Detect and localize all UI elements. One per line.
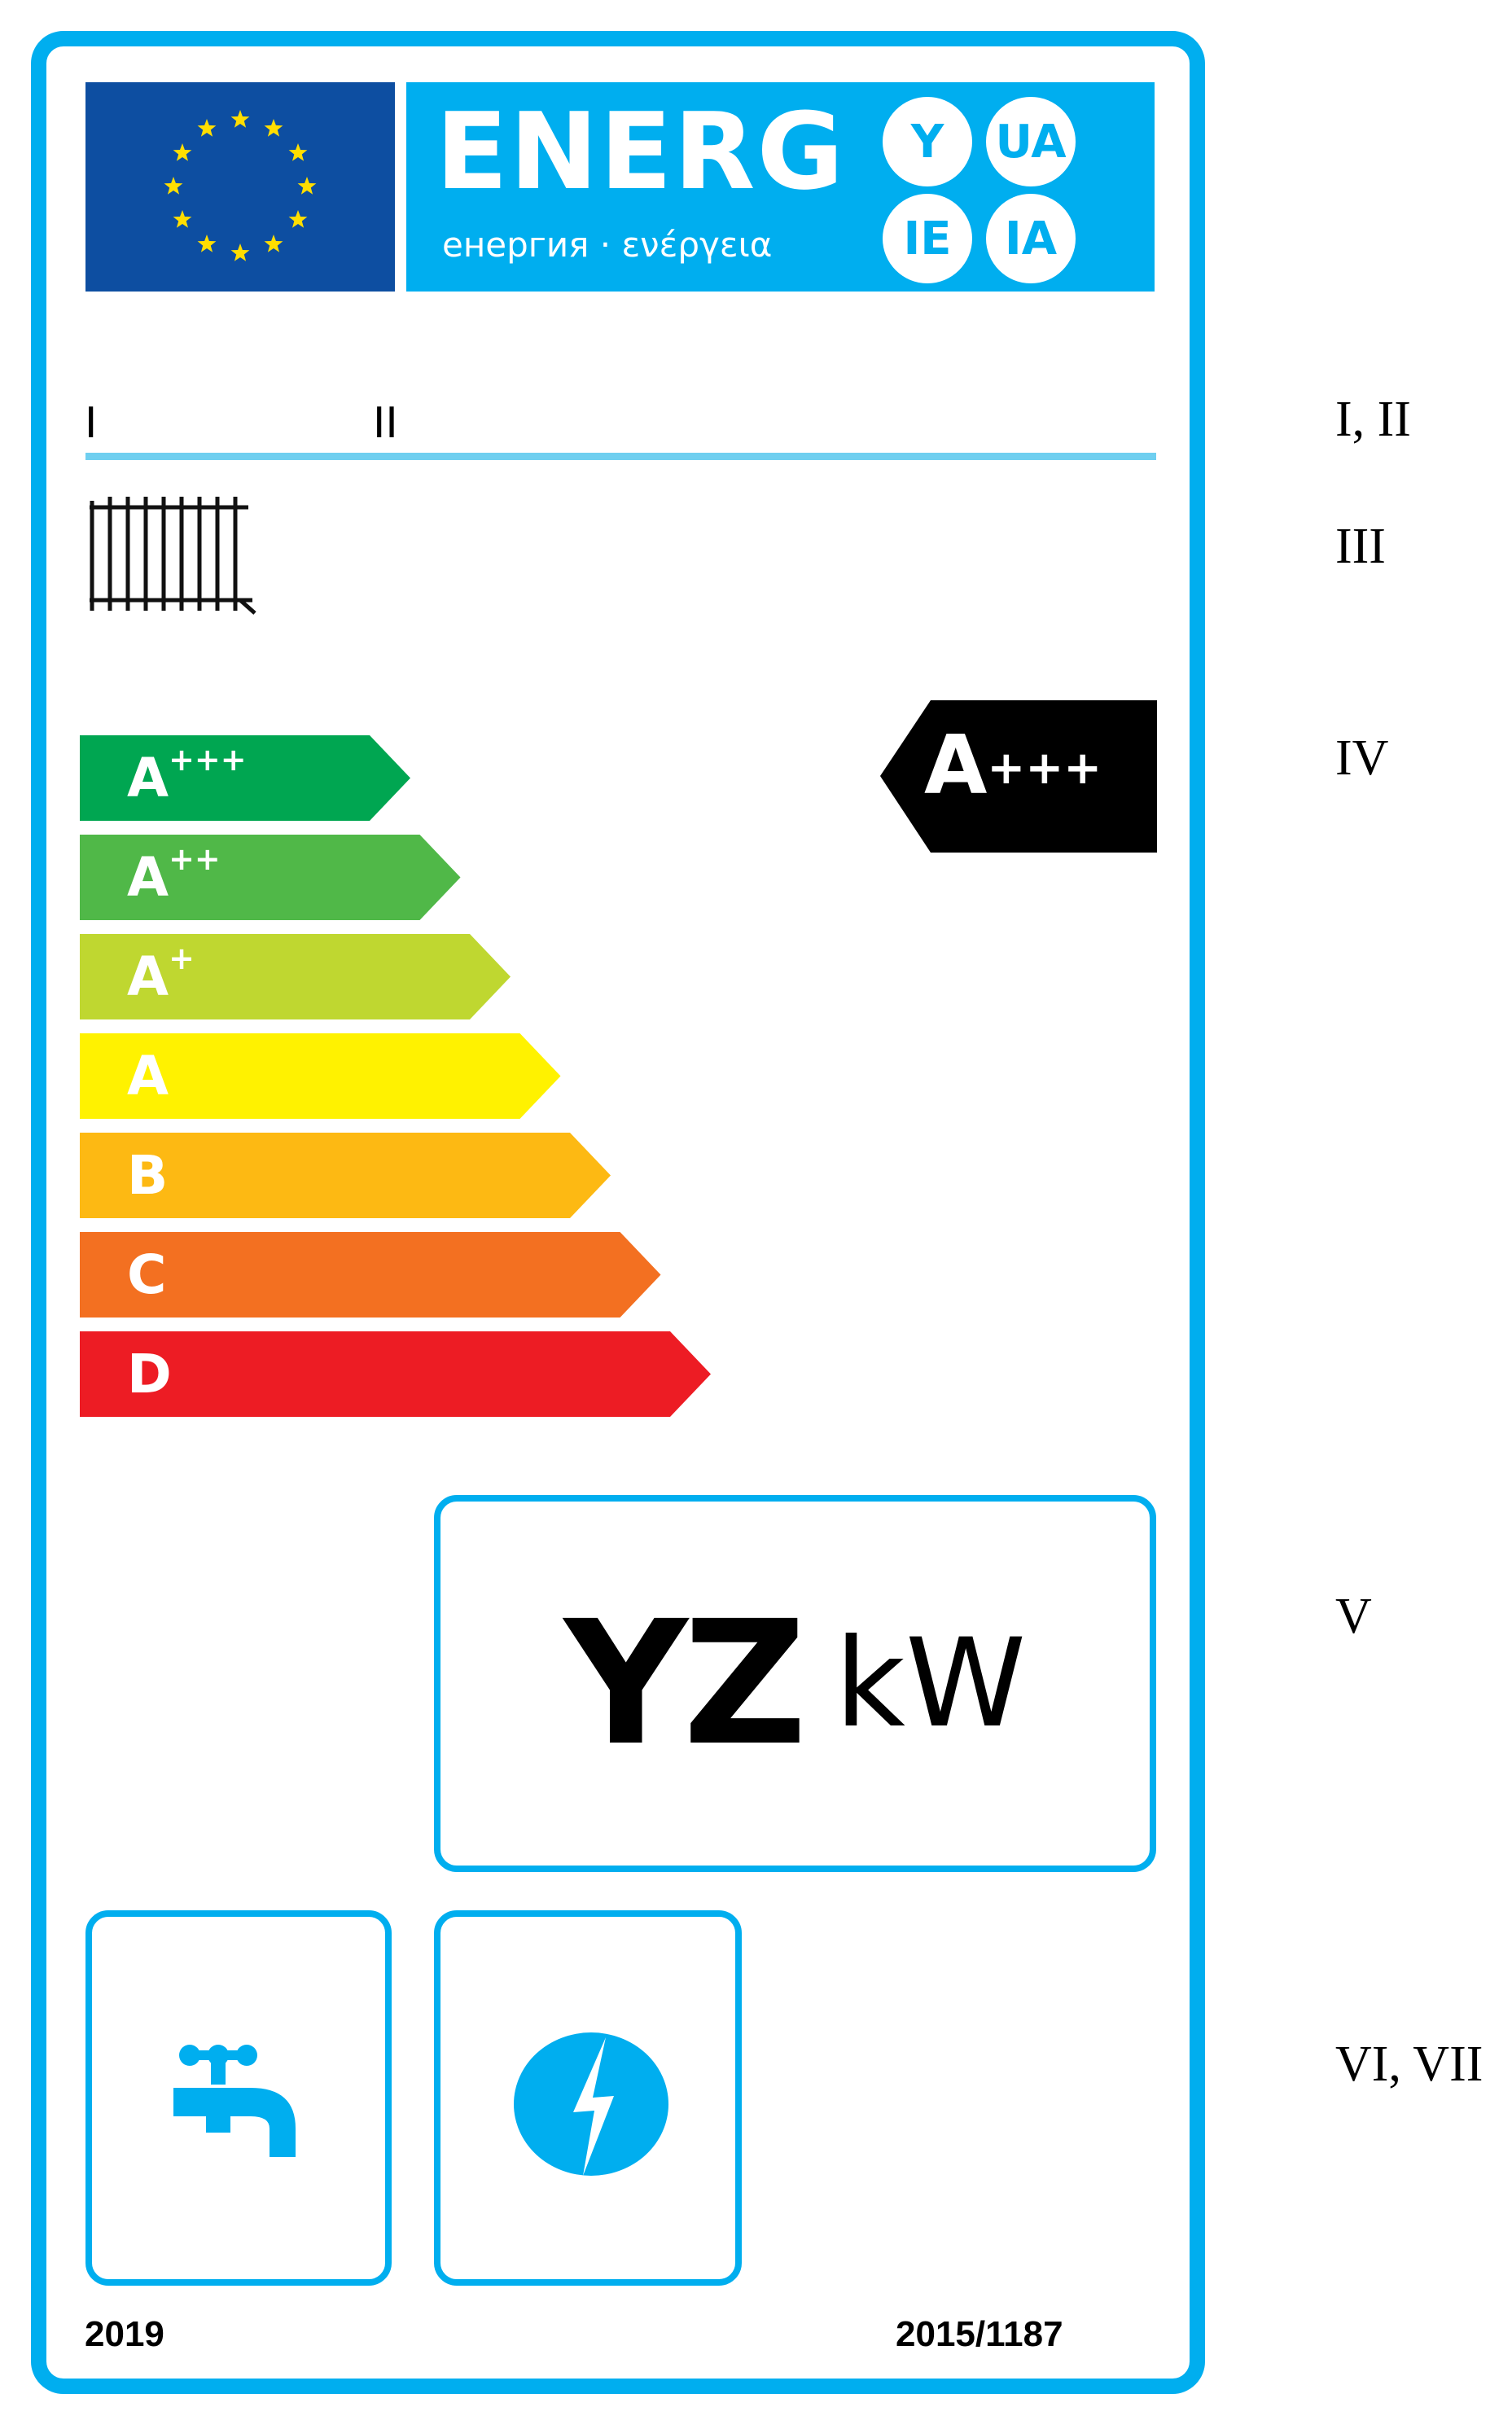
language-badge: IA [986,194,1076,283]
heat-output-value: YZ [563,1584,807,1783]
annotation-i-ii: I, II [1335,392,1411,447]
eu-star-icon [173,143,192,161]
heat-output-unit: kW [835,1612,1027,1755]
eu-flag-icon [85,82,395,292]
energy-header: ENERG енергия · ενέργεια Y UA IE IA [406,82,1155,292]
label-frame [31,31,1205,2394]
scale-bar-ap: A+ [80,934,511,1019]
regulation-number: 2015/1187 [896,2314,1063,2354]
scale-bar-app: A++ [80,835,461,920]
eu-star-icon [230,243,250,261]
eu-star-icon [297,177,317,195]
scale-class-label: A+ [127,940,195,1008]
rating-arrow [880,700,1157,853]
heat-output-box: YZ kW [434,1495,1156,1872]
scale-class-label: B [127,1144,169,1207]
annotation-iii: III [1335,519,1386,574]
scale-bar-appp: A+++ [80,735,410,821]
scale-bar-a: A [80,1033,561,1119]
scale-class-label: A [127,1045,169,1107]
supplier-field: I [85,399,98,448]
separator-line [85,453,1156,460]
radiator-icon [85,493,265,622]
eu-star-icon [288,210,308,228]
language-badge: UA [986,97,1076,186]
scale-bar-c: C [80,1232,661,1318]
eu-star-icon [164,177,183,195]
header-title: ENERG [436,90,846,213]
scale-class-label: C [127,1243,167,1306]
eu-star-icon [264,119,283,137]
electricity-icon [514,2032,668,2176]
water-heating-box [85,1910,392,2286]
annotation-iv: IV [1335,730,1389,786]
eu-star-icon [197,235,217,252]
scale-bar-d: D [80,1331,711,1417]
header-subtitle: енергия · ενέργεια [442,225,773,265]
language-badge: Y [883,97,972,186]
eu-star-icon [197,119,217,137]
scale-class-label: D [127,1343,172,1405]
annotation-vi-vii: VI, VII [1335,2037,1484,2092]
electricity-box [434,1910,742,2286]
scale-class-label: A+++ [127,742,247,809]
eu-star-icon [173,210,192,228]
water-tap-icon [173,2045,296,2157]
eu-star-icon [264,235,283,252]
label-year: 2019 [85,2314,164,2354]
language-badge: IE [883,194,972,283]
annotation-v: V [1335,1589,1372,1644]
eu-star-icon [288,143,308,161]
eu-star-icon [230,110,250,128]
scale-class-label: A++ [127,841,221,909]
rating-class: A+++ [924,717,1102,813]
model-field: II [373,399,398,448]
scale-bar-b: B [80,1133,611,1218]
